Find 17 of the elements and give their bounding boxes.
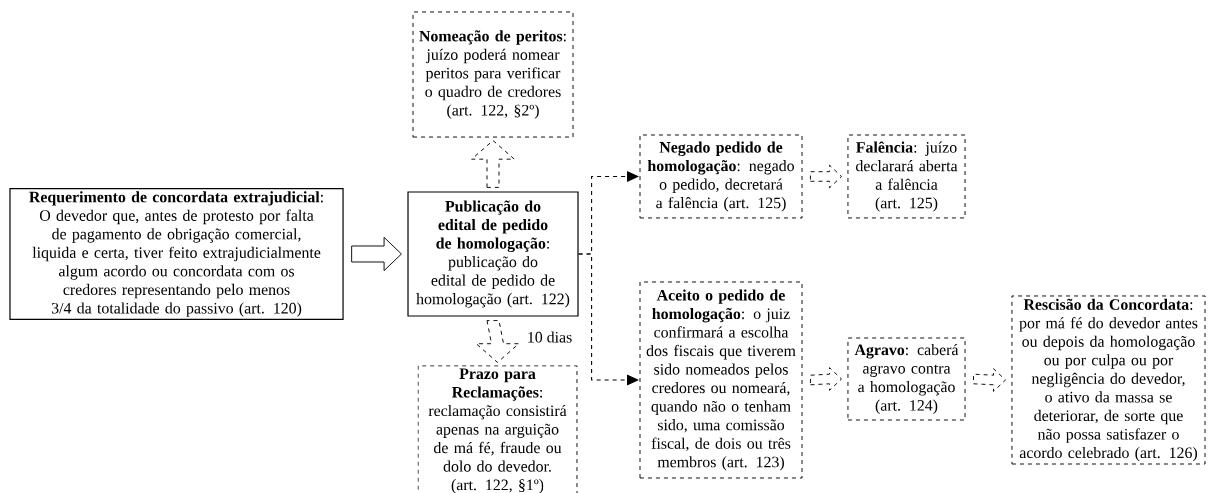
block-arrow [351, 236, 402, 272]
elbow-arrow [578, 253, 639, 386]
note-box: Falência: juízo declarará aberta a falência (art. 125) [847, 134, 966, 219]
note-box: Prazo para Reclamações: reclamação consistirá apenas na arguição de má fé, fraude ou dolo do devedor. (art. 122, §1º) [417, 365, 578, 493]
block-arrow [475, 320, 520, 363]
block-arrow [471, 140, 515, 188]
note-box: Agravo: caberá agravo contra a homologação (art. 124) [847, 337, 966, 421]
note-box: Nomeação de peritos: juízo poderá nomear peritos para verificar o quadro de credores (art. 122, §2º) [412, 11, 574, 138]
note-box: Rescisão da Concordata: por má fé do devedor antes ou depois da homologação ou por culpa ou por negligência do devedor, o ativo da massa se deteriorar, de sorte que não possa satisfazer o acordo celebrado (art. 126) [1011, 295, 1206, 465]
block-arrow [810, 367, 842, 391]
process-box: Publicação do edital de pedido de homologação: publicação do edital de pedido de homologação (art. 122) [407, 191, 579, 317]
block-arrow [973, 368, 1006, 392]
note-box: Negado pedido de homologação: negado o pedido, decretará a falência (art. 125) [639, 134, 803, 219]
block-arrow [810, 164, 842, 189]
edge-label: 10 dias [528, 331, 572, 343]
process-box: Requerimento de concordata extrajudicial: O devedor que, antes de protesto por falta de pagamento de obrigação comercial, liquida e certa, tiver feito extrajudicialmente algum acordo ou concordata com os credores representando pelo menos 3/4 da totalidade do passivo (art. 120) [9, 187, 344, 321]
note-box: Aceito o pedido de homologação: o juiz confirmará a escolha dos fiscais que tiverem sido nomeados pelos credores ou nomeará, quando não o tenham sido, uma comissão fiscal, de dois ou três membros (art. 123) [639, 281, 803, 479]
